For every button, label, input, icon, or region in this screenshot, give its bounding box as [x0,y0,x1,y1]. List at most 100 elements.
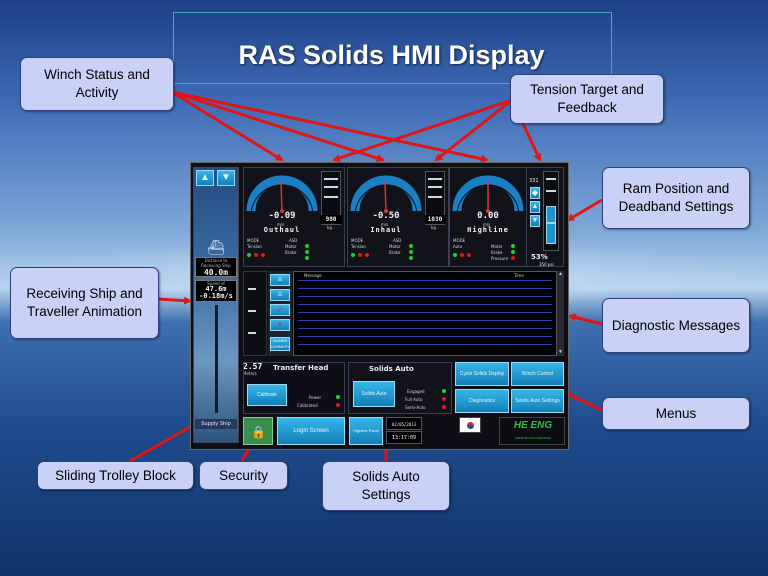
table-row[interactable] [298,296,552,297]
ram-up-button[interactable]: ◆ [530,187,540,199]
title-frame [173,12,612,84]
winch-tension-0: 980 [320,215,342,224]
table-row[interactable] [298,280,552,281]
menu-solids-auto-settings-button[interactable]: Solids Auto Settings [511,389,564,413]
winch-tension-unit-1: kg [431,225,436,230]
message-list-button[interactable]: ☰ [270,274,290,286]
winch-asd-item-b-2: Brake [491,250,503,255]
table-row[interactable] [298,288,552,289]
hmi-screen: ▲ ▼ ⛴ Distance to Receiving Ship 40.0m S… [190,162,569,450]
arrow-winch-1 [171,90,284,162]
winch-speed-1: -0.50 [372,211,400,221]
alarm-summary-button[interactable]: ALARM SUMMARY [269,337,291,351]
winch-mode-led-b-0 [254,253,258,257]
page-title: RAS Solids HMI Display [238,40,545,70]
winch-asd-led-b-2 [511,250,515,254]
scroll-down-button[interactable]: ▼ [217,170,235,186]
winch-speed-unit-0: m/s [277,222,285,227]
winch-asd-led-a-1 [409,244,413,248]
full-auto-label: Full Auto [405,397,423,402]
winch-asd-label-1: ASD [393,238,402,243]
winch-tension-scale-0 [321,171,341,225]
winch-mode-2: Auto [453,244,463,249]
winch-asd-item-a-0: Motor [285,244,297,249]
ship-icon: ⛴ [207,239,225,255]
semi-auto-label: Semi-Auto [405,405,426,410]
menu-cycle-solids-button[interactable]: Cycle Solids Deploy [455,362,509,386]
acknowledge-button[interactable]: ✔ [270,304,290,316]
table-row[interactable] [298,304,552,305]
check-icon: ✔ [277,307,283,313]
message-column-header: Message [304,273,322,278]
callout-security: Security [199,461,288,490]
winch-asd-item-c-2: Pressure [491,256,509,261]
power-led [336,395,340,399]
arrow-ram [566,198,603,222]
calibrate-button[interactable]: Calibrate [247,384,287,406]
diagnostic-scrollbar[interactable]: ▲ ▼ [557,271,564,356]
winch-mode-label-0: MODE [247,238,260,243]
list-icon: ☰ [277,277,283,283]
ram-up-arrow-icon[interactable]: ▲ [530,201,540,213]
engaged-led [442,389,446,393]
login-screen-button[interactable]: Login Screen [277,417,345,445]
winch-gauge-2 [452,175,524,213]
winch-gauge-0 [246,175,318,213]
arrow-menus [563,391,603,412]
table-row[interactable] [298,320,552,321]
winch-asd-item-a-1: Motor [389,244,401,249]
winch-mode-led-a-0 [247,253,251,257]
flag-icon [459,417,481,433]
table-row[interactable] [298,336,552,337]
ram-pressure: 350 psi [539,262,554,267]
menu-winch-control-button[interactable]: Winch Control [511,362,564,386]
full-auto-led [442,397,446,401]
diagnostic-message-table[interactable]: Message Time [293,271,557,356]
callout-tension-target: Tension Target and Feedback [510,74,664,124]
security-button[interactable]: 🔒 [243,417,273,445]
scroll-up-button[interactable]: ▲ [196,170,214,186]
ram-down-arrow-icon[interactable]: ▼ [530,215,540,227]
semi-auto-led [442,405,446,409]
winch-name-1: Inhaul [370,226,402,234]
winch-tension-scale-1 [425,171,445,225]
cross-icon: ✖ [277,322,283,328]
table-row[interactable] [298,328,552,329]
winch-mode-label-2: MODE [453,238,466,243]
arrow-receiving [156,296,192,305]
winch-mode-led-b-1 [358,253,362,257]
supply-ship-label: Supply Ship [195,419,237,429]
highline-panel-button[interactable]: Highline Panel [349,417,383,445]
winch-name-2: Highline [467,226,509,234]
transfer-head-panel [243,362,345,414]
menu-diagnostics-button[interactable]: Diagnostics [455,389,509,413]
calibrated-led [336,403,340,407]
solids-auto-title: Solids Auto [369,365,414,373]
winch-speed-2: 0.00 [477,211,499,221]
table-row[interactable] [298,344,552,345]
winch-speed-unit-2: m/s [483,222,491,227]
winch-mode-led-a-1 [351,253,355,257]
clear-button[interactable]: ✖ [270,319,290,331]
winch-mode-led-c-2 [467,253,471,257]
distance-readout: Distance to Receiving Ship 40.0m [195,257,237,277]
callout-ram-position: Ram Position and Deadband Settings [602,167,750,229]
callout-solids-auto-settings: Solids Auto Settings [322,461,450,511]
message-details-button[interactable]: ☰ [270,289,290,301]
solids-auto-button[interactable]: Solids Auto [353,381,395,407]
engaged-label: Engaged [407,389,425,394]
winch-asd-led-c-2 [511,256,515,260]
callout-menus: Menus [602,397,750,430]
time-column-header: Time [514,273,524,278]
calibrated-label: Calibrated [297,403,318,408]
winch-speed-0: -0.09 [268,211,296,221]
hepburn-logo: HE ENG HEPBURN ENGINEERING [499,417,565,445]
ram-top-label: 331 [529,178,539,184]
ram-percent: 53% [531,253,548,261]
table-row[interactable] [298,312,552,313]
date-display: 02/05/2013 [386,417,422,430]
winch-mode-led-b-2 [460,253,464,257]
arrow-tension-2 [434,98,513,162]
ram-position-scale [543,171,559,251]
speed-readout: Speed of 47.6m -0.18m/s [195,280,237,302]
